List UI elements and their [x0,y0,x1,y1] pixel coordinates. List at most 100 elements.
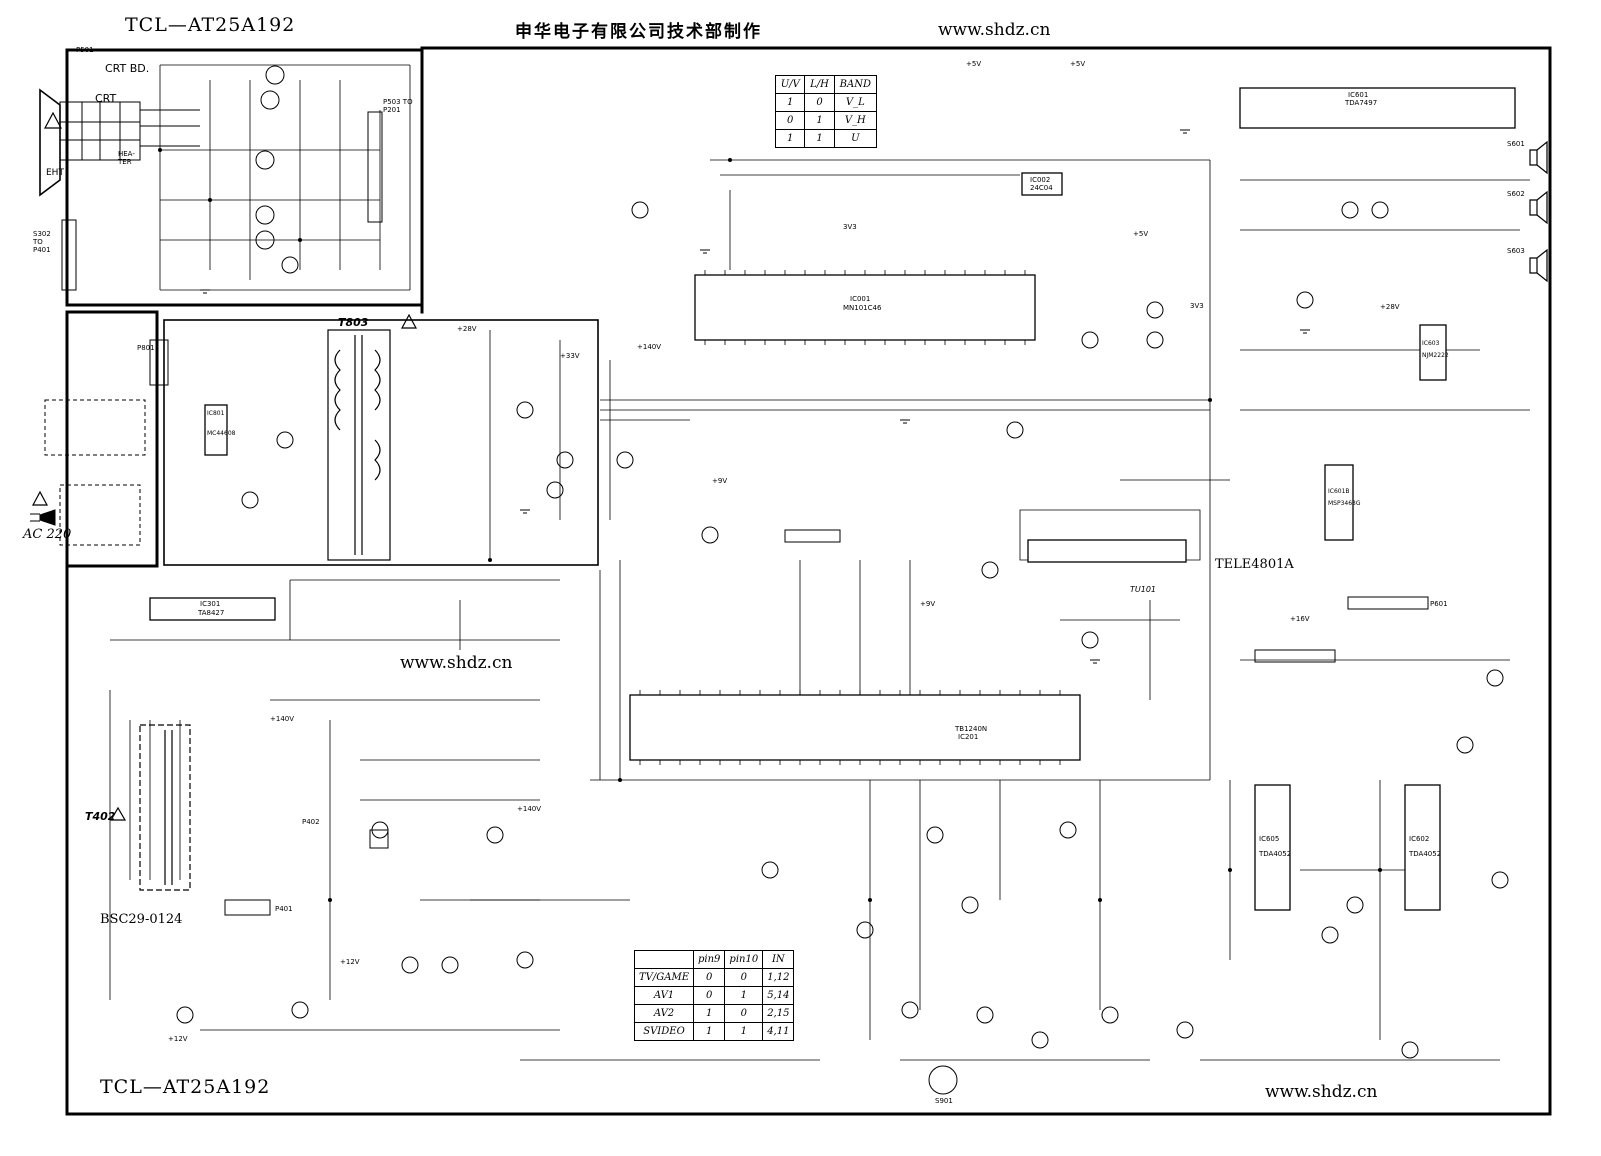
flyback-label: BSC29-0124 [100,912,183,927]
ic201-ref: IC201 [958,733,979,741]
av-table-cell: 1 [724,986,764,1005]
connector-s901: S901 [935,1097,953,1105]
ic603-part: NJM2222 [1422,352,1449,359]
flyback-transformer [139,724,191,891]
av-table-cell: 4,11 [762,1022,795,1041]
ic601b-part: MSP3463G [1328,500,1361,507]
maker-heading: 申华电子有限公司技术部制作 [515,22,762,42]
voltage-label: +5V [1133,230,1149,238]
ic002-ref: IC002 [1030,176,1051,184]
speaker-symbols [1529,140,1548,283]
av-table-cell: 0 [693,968,726,987]
voltage-label: +16V [1290,615,1310,623]
ic601-ref: IC601 [1348,91,1369,99]
voltage-label: +28V [457,325,477,333]
av-table-cell: 1,12 [762,968,795,987]
ic301-ref: IC301 [200,600,221,608]
voltage-label: +28V [1380,303,1400,311]
fuse-box [44,399,146,546]
eht-label: EHT [46,168,64,178]
power-inner-box [163,319,599,566]
av-table-header: pin10 [724,950,764,969]
crt-board-label: CRT BD. [105,62,150,75]
voltage-label: +9V [712,477,728,485]
crt-board-border [65,48,424,307]
voltage-label: +140V [637,343,662,351]
t803-label: T803 [338,316,369,329]
av-table-cell: 2,15 [762,1004,795,1023]
transistors [176,65,1509,1059]
ic201-part: TB1240N [955,725,988,733]
band-table-header: BAND [833,75,878,94]
junction-dots [158,148,1382,902]
band-table: U/V L/H BAND 1 0 V_L 0 1 V_H 1 1 U [774,75,878,148]
ic001-ref: IC001 [850,295,871,303]
tuner-box [1027,539,1187,563]
tuner-ref-label: TU101 [1130,585,1157,594]
band-table-cell: U [833,129,878,148]
ground-symbols [200,129,1310,664]
ic-ic801 [204,404,228,456]
ic801-ref: IC801 [207,410,225,417]
transformer-t803 [327,329,391,561]
ic-pins [639,270,1061,765]
ic002-part: 24C04 [1030,184,1053,192]
band-table-cell: 1 [804,129,835,148]
warning-triangles [31,111,418,821]
av-table-header: IN [762,950,795,969]
band-table-cell: V_L [833,93,878,112]
connector-s601: S601 [1507,140,1525,148]
ic603-ref: IC603 [1422,340,1440,347]
tuner-module-label: TELE4801A [1215,557,1294,572]
voltage-label: +33V [560,352,580,360]
voltage-label: +5V [966,60,982,68]
connector-s602: S602 [1507,190,1525,198]
main-board-border [65,46,1552,1116]
band-table-cell: 0 [804,93,835,112]
voltage-label: +140V [517,805,542,813]
band-table-cell: 1 [774,93,806,112]
website-bottom: www.shdz.cn [1265,1082,1378,1102]
plug-symbol [30,509,56,526]
ic001-part: MN101C46 [843,304,882,312]
ic-ic603 [1419,324,1447,381]
crt-socket [39,88,200,197]
av-table-cell: 0 [724,1004,764,1023]
ic-ic602 [1404,784,1441,911]
band-table-cell: 1 [774,129,806,148]
ic-ic601b [1324,464,1354,541]
model-title-bottom: TCL—AT25A192 [100,1076,271,1098]
av-table-cell: TV/GAME [633,968,695,987]
connector-blocks [61,111,1429,1095]
band-table-header: L/H [804,75,835,94]
wire-net [109,64,1530,1061]
crt-label: CRT [95,92,117,105]
voltage-label: +12V [168,1035,188,1043]
voltage-label: +5V [1070,60,1086,68]
connector-p801: P801 [137,344,155,352]
ac-input-label: AC 220 [23,527,72,542]
ic801-part: MC44608 [207,430,236,437]
ic-ic301 [149,597,276,621]
band-table-cell: 1 [804,111,835,130]
band-table-cell: 0 [774,111,806,130]
ic605-part: TDA4052 [1259,850,1292,858]
ic602-ref: IC602 [1409,835,1430,843]
ic-ic002 [1021,172,1063,196]
ic602-part: TDA4052 [1409,850,1442,858]
ic601-part: TDA7497 [1345,99,1378,107]
voltage-label: +140V [270,715,295,723]
heater-label: HEA- TER [118,150,135,166]
model-title-top: TCL—AT25A192 [125,14,296,36]
connector-p601: P601 [1430,600,1448,608]
ic-ic601 [1239,87,1516,129]
av-table-cell: SVIDEO [633,1022,695,1041]
av-table-cell: 1 [693,1022,726,1041]
connector-p402: P402 [302,818,320,826]
connector-p401: P401 [275,905,293,913]
voltage-label: +9V [920,600,936,608]
connector-p501: P501 [76,46,94,54]
ic601b-ref: IC601B [1328,488,1350,495]
voltage-label: 3V3 [1190,302,1204,310]
